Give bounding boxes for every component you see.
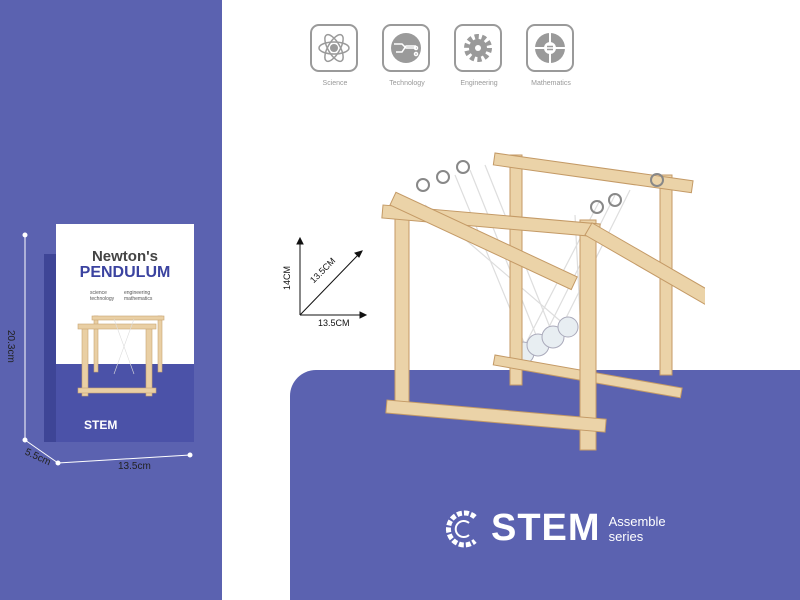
package-side	[44, 254, 58, 442]
product-height-label: 14CM	[282, 265, 292, 290]
product-dimension-arrows	[296, 236, 368, 319]
package-width-label: 13.5cm	[118, 461, 151, 472]
stem-icons-row: Science Technology Engineering Mathemati…	[310, 24, 576, 87]
brand-word: STEM	[491, 507, 601, 549]
engineering-item: Engineering	[454, 24, 504, 87]
package-pendulum-image	[77, 315, 165, 397]
bottom-background-panel	[290, 370, 800, 600]
technology-item: Technology	[382, 24, 432, 87]
newtons-pendulum-product	[381, 152, 705, 451]
product-width-label: 13.5CM	[318, 318, 350, 328]
mathematics-item: Mathematics	[526, 24, 576, 87]
science-atom-icon	[318, 33, 350, 63]
technology-circuit-icon	[391, 33, 421, 63]
stem-c-logo-icon	[445, 510, 477, 547]
package-front-top	[56, 224, 194, 364]
package-front-bottom	[56, 364, 194, 442]
package-brand: STEM	[84, 418, 118, 432]
package-title-line2: PENDULUM	[79, 264, 171, 281]
package-title-line1: Newton's	[91, 248, 159, 265]
package-dimension-lines	[22, 232, 193, 466]
engineering-gear-icon	[464, 34, 492, 62]
package-height-label: 20.3cm	[5, 330, 16, 363]
science-item: Science	[310, 24, 360, 87]
mathematics-calculator-icon	[535, 33, 565, 63]
